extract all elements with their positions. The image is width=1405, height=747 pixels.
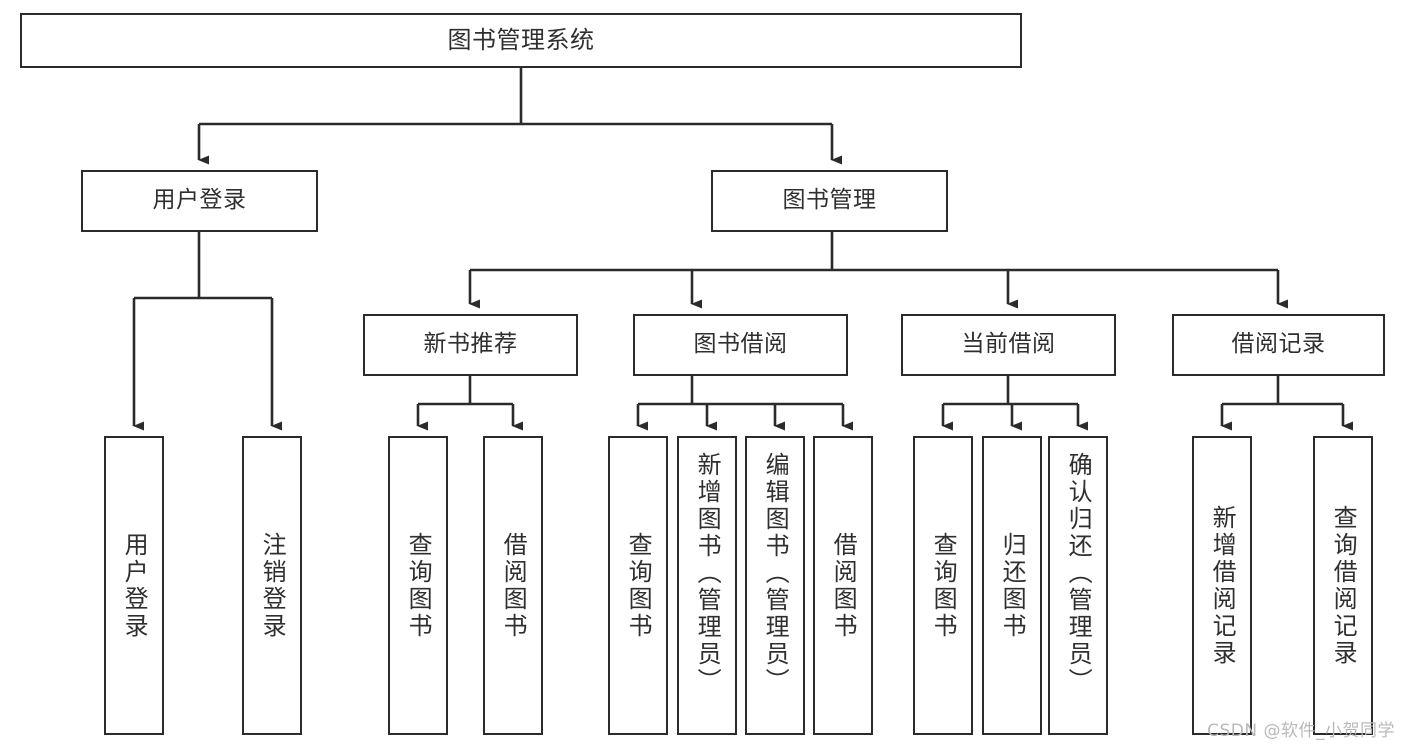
node-label: 编辑图书（管理员） [761,452,790,695]
node-label: 归还图书 [998,531,1027,640]
node-label: 图书管理系统 [447,26,595,55]
node-leaf-borrow-book-newbook[interactable]: 借阅图书 [483,436,543,735]
node-leaf-query-book-borrow[interactable]: 查询图书 [608,436,668,735]
node-label: 新增借阅记录 [1208,504,1237,667]
node-leaf-query-book-current[interactable]: 查询图书 [913,436,973,735]
node-label: 用户登录 [152,187,247,214]
node-user-login[interactable]: 用户登录 [81,170,318,232]
node-label: 注销登录 [258,531,287,640]
node-label: 借阅图书 [499,531,528,640]
node-label: 图书管理 [782,187,877,214]
node-leaf-add-borrow-record[interactable]: 新增借阅记录 [1192,436,1252,735]
node-borrow-records[interactable]: 借阅记录 [1172,314,1385,376]
node-leaf-query-borrow-record[interactable]: 查询借阅记录 [1313,436,1373,735]
node-label: 查询图书 [624,531,653,640]
node-label: 查询图书 [929,531,958,640]
node-label: 查询借阅记录 [1329,504,1358,667]
node-label: 图书借阅 [693,331,788,358]
node-leaf-user-login[interactable]: 用户登录 [104,436,164,735]
node-label: 借阅图书 [829,531,858,640]
node-new-book-recommend[interactable]: 新书推荐 [363,314,578,376]
node-label: 当前借阅 [961,331,1056,358]
node-root-library-system[interactable]: 图书管理系统 [20,13,1022,68]
node-leaf-return-book[interactable]: 归还图书 [982,436,1042,735]
node-leaf-borrow-book[interactable]: 借阅图书 [813,436,873,735]
node-label: 确认归还（管理员） [1064,452,1093,695]
node-book-borrow[interactable]: 图书借阅 [633,314,848,376]
node-leaf-logout[interactable]: 注销登录 [242,436,302,735]
node-leaf-edit-book-admin[interactable]: 编辑图书（管理员） [745,436,805,735]
node-label: 用户登录 [120,531,149,640]
node-leaf-add-book-admin[interactable]: 新增图书（管理员） [677,436,737,735]
node-label: 新书推荐 [423,331,518,358]
node-leaf-confirm-return-admin[interactable]: 确认归还（管理员） [1048,436,1108,735]
node-label: 查询图书 [404,531,433,640]
node-current-borrow[interactable]: 当前借阅 [901,314,1116,376]
node-label: 借阅记录 [1231,331,1326,358]
node-label: 新增图书（管理员） [693,452,722,695]
node-book-management[interactable]: 图书管理 [711,170,948,232]
node-leaf-query-book-newbook[interactable]: 查询图书 [388,436,448,735]
